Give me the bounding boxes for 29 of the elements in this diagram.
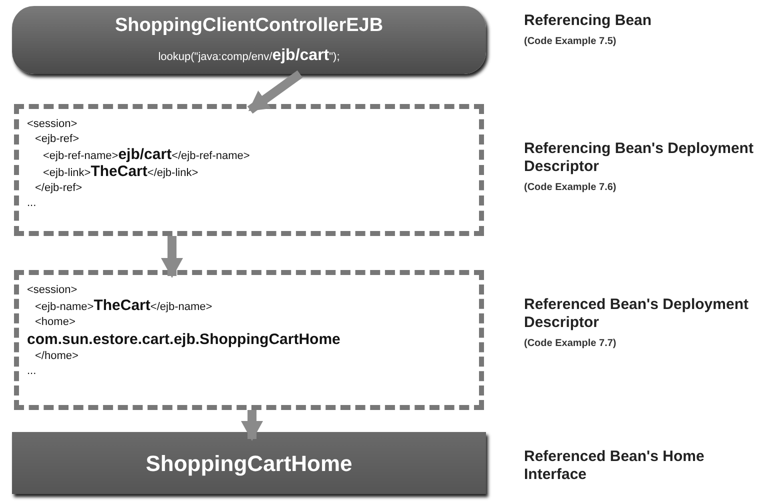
bean-box bbox=[12, 6, 486, 74]
bean-name: ShoppingClientControllerEJB bbox=[114, 14, 384, 38]
descriptor-panel bbox=[14, 104, 484, 236]
code-line: com.sun.estore.cart.ejb.ShoppingCartHome bbox=[27, 330, 340, 349]
reference-note: (Code Example 7.6) bbox=[524, 181, 618, 195]
code-line: <session> bbox=[27, 283, 78, 298]
reference-note: (Code Example 7.7) bbox=[524, 337, 618, 351]
code-line: <session> bbox=[27, 117, 78, 132]
descriptor-panel bbox=[14, 270, 484, 410]
code-line: <ejb-ref-name>ejb/cart</ejb-ref-name> bbox=[43, 147, 250, 164]
interface-bar bbox=[12, 432, 486, 494]
heading-label: Referencing Bean's Deployment Descriptor bbox=[524, 140, 754, 176]
lookup-call: lookup("java:comp/env/ejb/cart"); bbox=[158, 46, 340, 66]
heading-label: Referencing Bean bbox=[524, 12, 653, 30]
code-line: <ejb-name>TheCart</ejb-name> bbox=[35, 298, 212, 315]
reference-note: (Code Example 7.5) bbox=[524, 35, 618, 49]
arrow bbox=[161, 236, 183, 278]
code-line: ... bbox=[27, 196, 36, 211]
heading-label: Referenced Bean's Deployment Descriptor bbox=[524, 296, 750, 332]
code-line: ... bbox=[27, 364, 36, 379]
code-line: <ejb-link>TheCart</ejb-link> bbox=[43, 164, 198, 181]
interface-name: ShoppingCartHome bbox=[146, 450, 352, 478]
arrow bbox=[241, 410, 263, 441]
code-line: </home> bbox=[35, 349, 78, 364]
heading-label: Referenced Bean's Home Interface bbox=[524, 448, 706, 484]
code-line: </ejb-ref> bbox=[35, 181, 82, 196]
code-line: <ejb-ref> bbox=[35, 132, 80, 147]
code-line: <home> bbox=[35, 315, 76, 330]
arrow bbox=[247, 70, 303, 114]
